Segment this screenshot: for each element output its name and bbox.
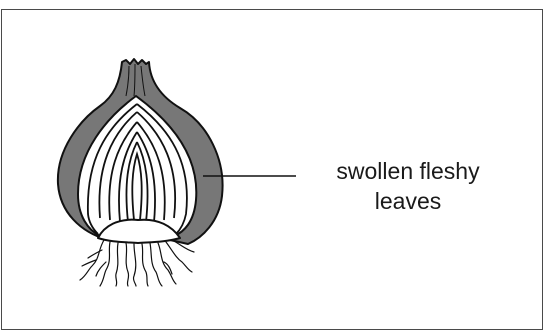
onion-roots [80, 240, 194, 286]
swollen-fleshy-leaves-label: swollen fleshy leaves [308, 156, 508, 216]
label-line-2: leaves [308, 186, 508, 216]
label-line-1: swollen fleshy [308, 156, 508, 186]
